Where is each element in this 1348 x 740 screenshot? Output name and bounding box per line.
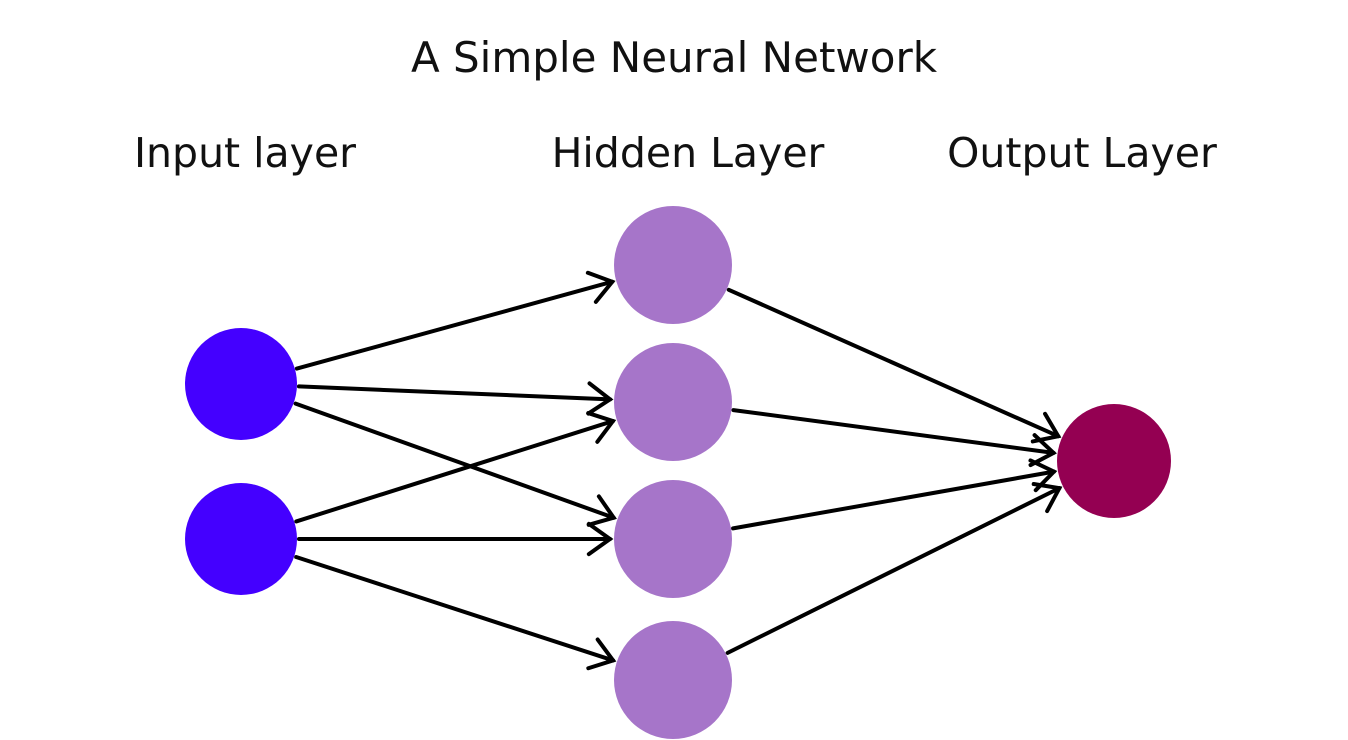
hidden-3-node: [614, 480, 732, 598]
edge-hidden-2-to-output-1: [731, 408, 1056, 455]
edge-hidden-1-to-output-1: [726, 287, 1061, 439]
edge-input-1-to-hidden-3: [293, 401, 616, 520]
neurons: [185, 206, 1171, 739]
arrowhead-input-2-to-hidden-2: [586, 411, 617, 444]
edge-input-1-to-hidden-2: [296, 384, 613, 402]
hidden-2-node: [614, 343, 732, 461]
arrowhead-input-1-to-hidden-2: [586, 381, 614, 416]
hidden-4-node: [614, 621, 732, 739]
edge-input-2-to-hidden-2: [294, 419, 615, 524]
hidden-layer-label: Hidden Layer: [552, 129, 825, 177]
arrowhead-input-2-to-hidden-3: [586, 521, 614, 557]
edge-input-1-to-hidden-1: [294, 279, 615, 371]
arrowhead-hidden-4-to-output-1: [1031, 482, 1063, 514]
input-1-node: [185, 328, 297, 440]
input-layer-label: Input layer: [134, 129, 356, 177]
edge-hidden-3-to-output-1: [731, 469, 1056, 531]
output-layer-label: Output Layer: [947, 129, 1217, 177]
output-1-node: [1057, 404, 1171, 518]
edge-hidden-4-to-output-1: [725, 486, 1062, 655]
arrowhead-input-2-to-hidden-4: [586, 637, 617, 671]
arrowhead-input-1-to-hidden-3: [586, 494, 617, 527]
arrowhead-input-1-to-hidden-1: [585, 270, 616, 304]
arrowhead-hidden-2-to-output-1: [1028, 433, 1057, 468]
connections: [293, 270, 1063, 671]
input-2-node: [185, 483, 297, 595]
diagram-title: A Simple Neural Network: [411, 33, 938, 82]
edge-input-2-to-hidden-4: [294, 554, 616, 663]
hidden-1-node: [614, 206, 732, 324]
